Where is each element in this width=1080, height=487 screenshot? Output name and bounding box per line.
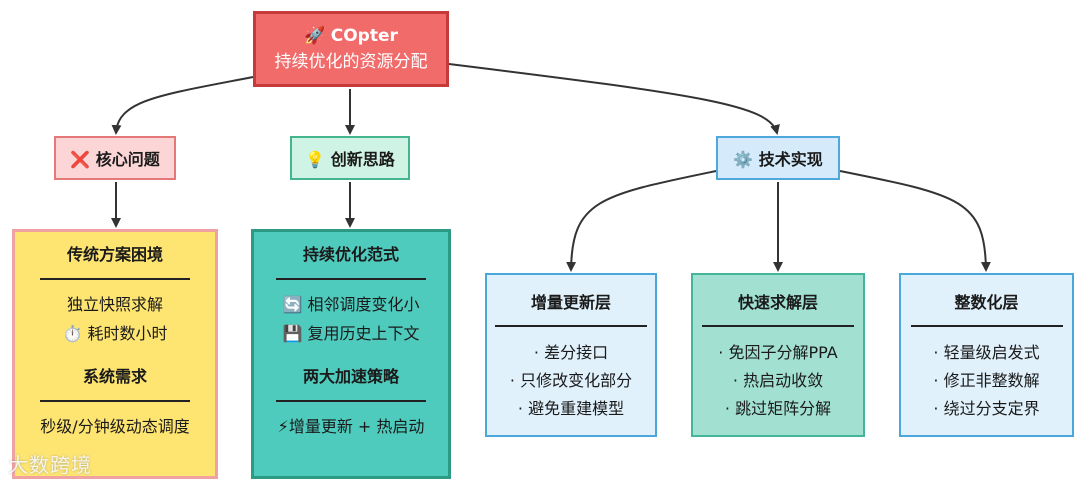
- traditional-dilemma-box: 传统方案困境 独立快照求解 ⏱️ 耗时数小时 系统需求 秒级/分钟级动态调度: [12, 229, 218, 479]
- box-item: 秒级/分钟级动态调度: [40, 417, 190, 436]
- divider: [276, 278, 426, 280]
- divider: [40, 400, 190, 402]
- root-title: COpter: [330, 26, 398, 46]
- watermark-text: 大数跨境: [8, 453, 92, 477]
- layer-title: 增量更新层: [530, 293, 611, 312]
- layer-item: · 免因子分解PPA: [718, 343, 838, 362]
- layer-item: · 修正非整数解: [933, 371, 1040, 390]
- layer-item: · 只修改变化部分: [509, 371, 633, 390]
- box-item: ⚡增量更新 + 热启动: [277, 417, 425, 436]
- category-implementation: ⚙️ 技术实现: [716, 136, 840, 180]
- gear-icon: ⚙️: [733, 150, 754, 169]
- box-item: 💾 复用历史上下文: [282, 324, 420, 343]
- category-core-problem: ❌ 核心问题: [54, 136, 176, 180]
- cross-icon: ❌: [70, 150, 91, 169]
- edge-tech-incremental: [566, 170, 717, 272]
- integerization-layer: 整数化层 · 轻量级启发式 · 修正非整数解 · 绕过分支定界: [899, 273, 1074, 437]
- layer-item: · 差分接口: [533, 343, 609, 362]
- divider: [495, 325, 647, 327]
- divider: [910, 325, 1063, 327]
- layer-item: · 热启动收敛: [732, 371, 824, 390]
- box-title: 传统方案困境: [66, 245, 163, 264]
- box-title: 两大加速策略: [302, 367, 399, 386]
- box-title: 持续优化范式: [302, 245, 399, 264]
- box-title: 系统需求: [82, 367, 147, 386]
- lightbulb-icon: 💡: [305, 150, 326, 169]
- layer-item: · 跳过矩阵分解: [724, 399, 832, 418]
- incremental-update-layer: 增量更新层 · 差分接口 · 只修改变化部分 · 避免重建模型: [485, 273, 657, 437]
- layer-item: · 轻量级启发式: [933, 343, 1040, 362]
- category-label: 核心问题: [95, 150, 160, 169]
- divider: [40, 278, 190, 280]
- layer-title: 整数化层: [954, 293, 1019, 312]
- root-subtitle: 持续优化的资源分配: [274, 52, 428, 72]
- fast-solve-layer: 快速求解层 · 免因子分解PPA · 热启动收敛 · 跳过矩阵分解: [691, 273, 865, 437]
- layer-title: 快速求解层: [737, 293, 818, 312]
- edge-root-tech: [448, 63, 780, 135]
- category-label: 创新思路: [330, 150, 395, 169]
- divider: [276, 400, 426, 402]
- edge-root-problem: [111, 76, 254, 135]
- box-item: 独立快照求解: [66, 295, 163, 314]
- category-label: 技术实现: [758, 150, 823, 169]
- root-node: 🚀 COpter 持续优化的资源分配: [253, 11, 449, 87]
- layer-item: · 避免重建模型: [517, 399, 625, 418]
- layer-item: · 绕过分支定界: [933, 399, 1040, 418]
- box-item: 🔄 相邻调度变化小: [282, 295, 420, 314]
- continuous-paradigm-box: 持续优化范式 🔄 相邻调度变化小 💾 复用历史上下文 两大加速策略 ⚡增量更新 …: [251, 229, 451, 479]
- category-innovation: 💡 创新思路: [290, 136, 410, 180]
- edge-tech-integer: [839, 170, 991, 272]
- divider: [702, 325, 854, 327]
- rocket-icon: 🚀: [304, 26, 326, 46]
- box-item: ⏱️ 耗时数小时: [62, 324, 168, 343]
